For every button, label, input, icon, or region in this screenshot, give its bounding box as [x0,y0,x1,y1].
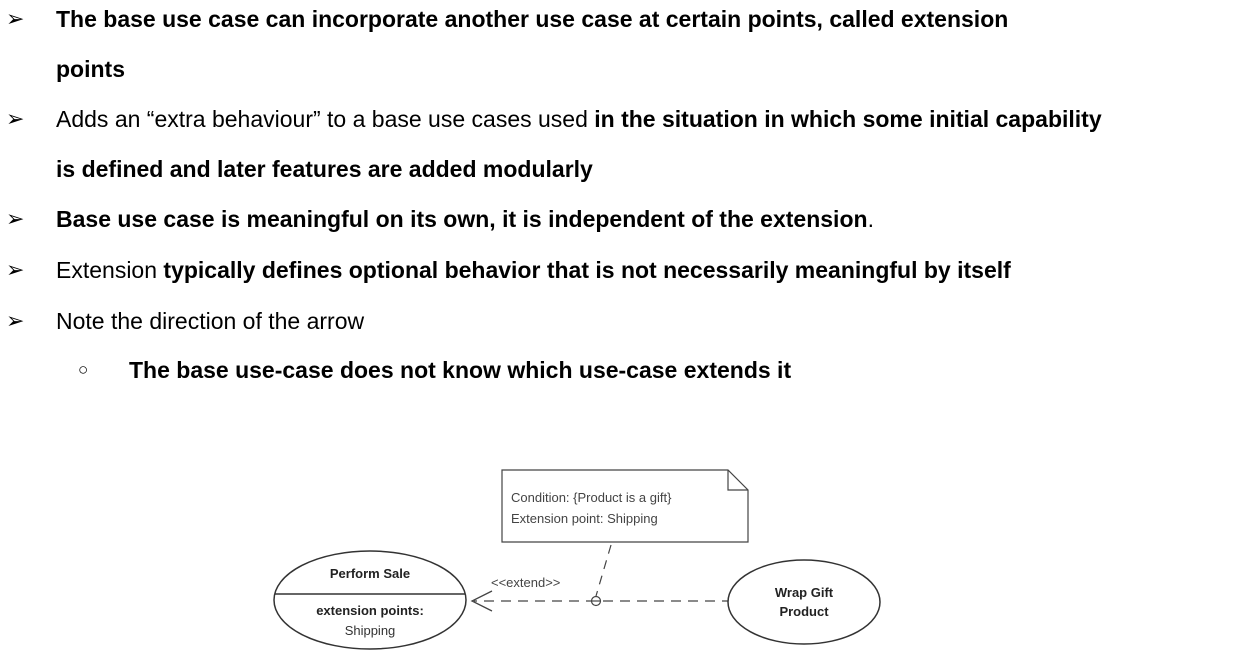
bullet-marker: ➢ [6,308,25,333]
bullet-2-continuation: is defined and later features are added … [56,154,593,184]
bullet-2-text-plain: Adds an “extra behaviour” to a base use … [56,106,595,132]
bullet-marker: ➢ [6,6,25,31]
bullet-1-continuation: points [56,54,125,84]
bullet-3: Base use case is meaningful on its own, … [56,204,874,234]
bullet-2: Adds an “extra behaviour” to a base use … [56,104,1102,134]
extend-stereotype-label: <<extend>> [491,575,560,590]
note-condition-text: Condition: {Product is a gift} [511,490,672,505]
constraint-note: Condition: {Product is a gift} Extension… [501,469,749,543]
bullet-3-text-plain: . [867,206,874,232]
use-case-wrap-gift-product: Wrap Gift Product [727,559,881,645]
use-case-perform-sale: Perform Sale extension points: Shipping [273,550,467,650]
sub-bullet-marker: ○ [78,360,89,379]
bullet-marker: ➢ [6,106,25,131]
bullet-2-text-bold: in the situation in which some initial c… [594,106,1102,132]
extension-point-shipping: Shipping [345,623,396,638]
bullet-3-text-bold: Base use case is meaningful on its own, … [56,206,868,232]
bullet-2-continuation-text: is defined and later features are added … [56,156,593,182]
sub-bullet-text: The base use-case does not know which us… [129,357,792,383]
extend-arrowhead [470,590,493,612]
extension-points-heading: extension points: [316,603,424,618]
bullet-marker: ➢ [6,206,25,231]
bullet-1: The base use case can incorporate anothe… [56,4,1008,34]
bullet-5: Note the direction of the arrow [56,306,364,336]
bullet-marker: ➢ [6,257,25,282]
use-case-perform-sale-name: Perform Sale [330,566,410,581]
bullet-4: Extension typically defines optional beh… [56,255,1011,285]
bullet-5-text: Note the direction of the arrow [56,308,365,334]
bullet-1-text: The base use case can incorporate anothe… [56,6,1009,32]
note-anchor-line [595,544,612,597]
bullet-4-text-plain: Extension [56,257,164,283]
note-extension-point-text: Extension point: Shipping [511,511,658,526]
use-case-wrap-gift-line-1: Wrap Gift [775,585,834,600]
sub-bullet: The base use-case does not know which us… [129,355,791,385]
use-case-wrap-gift-line-2: Product [779,604,829,619]
bullet-4-text-bold: typically defines optional behavior that… [163,257,1011,283]
condition-anchor-circle [590,595,602,607]
bullet-1-continuation-text: points [56,56,125,82]
